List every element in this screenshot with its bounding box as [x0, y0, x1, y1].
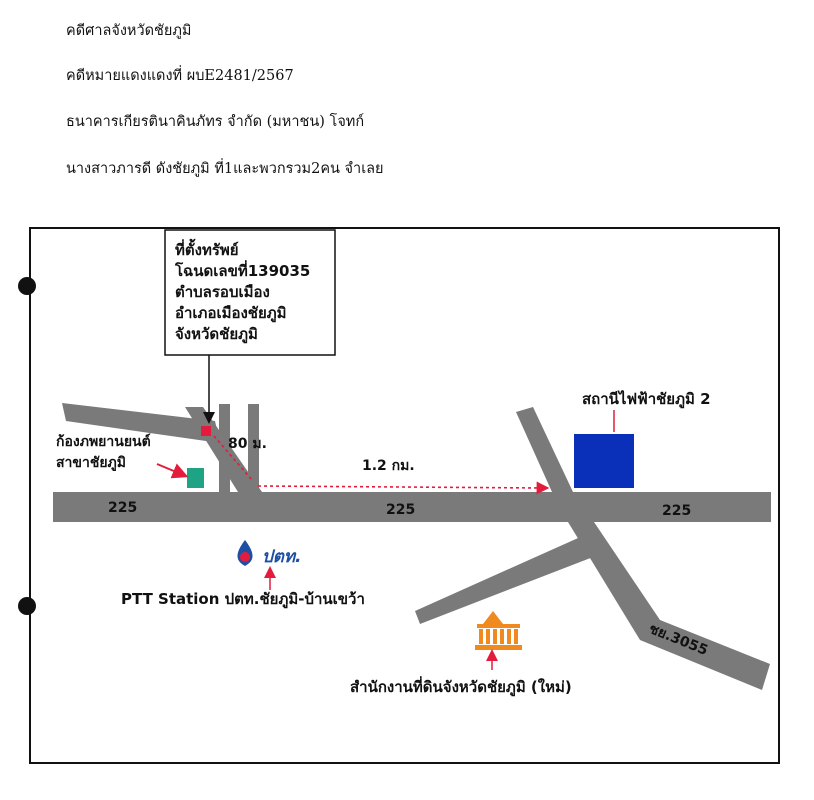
property-label-1: ที่ตั้งทรัพย์: [175, 238, 239, 259]
road-northeast: [516, 407, 573, 492]
property-callout-box: [164, 229, 336, 356]
map-frame: [29, 227, 780, 764]
property-district: อำเภอเมืองชัยภูมิ: [175, 304, 287, 323]
road-northwest: [62, 403, 220, 443]
punch-hole-top: [18, 277, 36, 295]
road-southwest: [415, 530, 606, 624]
route-80m: [213, 435, 253, 481]
ptt-logo-text: ปตท.: [262, 547, 302, 567]
road-number-middle: 225: [386, 502, 415, 518]
property-subdistrict: ตำบลรอบเมือง: [175, 283, 270, 301]
property-province: จังหวัดชัยภูมิ: [175, 325, 258, 344]
government-building-icon: [475, 611, 522, 650]
punch-hole-bottom: [18, 597, 36, 615]
property-pin: [201, 426, 211, 436]
highway-225: [53, 492, 771, 522]
property-deed-number: โฉนดเลขที่139035: [174, 260, 310, 280]
distance-1-2km-label: 1.2 กม.: [362, 458, 415, 474]
defendant-line: นางสาวภารดี ดังชัยภูมิ ที่1และพวกรวม2คน …: [66, 161, 384, 177]
electricity-station-marker: [574, 434, 634, 488]
dealer-marker: [187, 468, 204, 488]
road-number-right: 225: [662, 503, 691, 519]
land-office-label: สำนักงานที่ดินจังหวัดชัยภูมิ (ใหม่): [350, 676, 572, 697]
road-3055: [568, 522, 770, 690]
dealer-branch-label: สาขาชัยภูมิ: [56, 455, 126, 471]
distance-80m-label: 80 ม.: [228, 436, 267, 452]
road-number-left: 225: [108, 500, 137, 516]
dealer-name-label: ก้องภพยานยนต์: [56, 433, 151, 450]
ptt-station-label: PTT Station ปตท.ชัยภูมิ-บ้านเขว้า: [121, 590, 365, 609]
road-network: [53, 403, 771, 690]
side-road-1: [219, 404, 230, 492]
electricity-station-label: สถานีไฟฟ้าชัยภูมิ 2: [582, 389, 711, 409]
side-road-2: [248, 404, 259, 492]
dealer-pointer-arrow: [156, 463, 189, 479]
case-number: คดีหมายแดงแดงที่ ผบE2481/2567: [66, 68, 294, 84]
court-name: คดีศาลจังหวัดชัยภูมิ: [66, 23, 192, 39]
plaintiff-line: ธนาคารเกียรตินาคินภัทร จำกัด (มหาชน) โจท…: [66, 114, 365, 130]
ptt-logo-icon: [237, 540, 253, 566]
route-1-2km: [257, 481, 550, 495]
